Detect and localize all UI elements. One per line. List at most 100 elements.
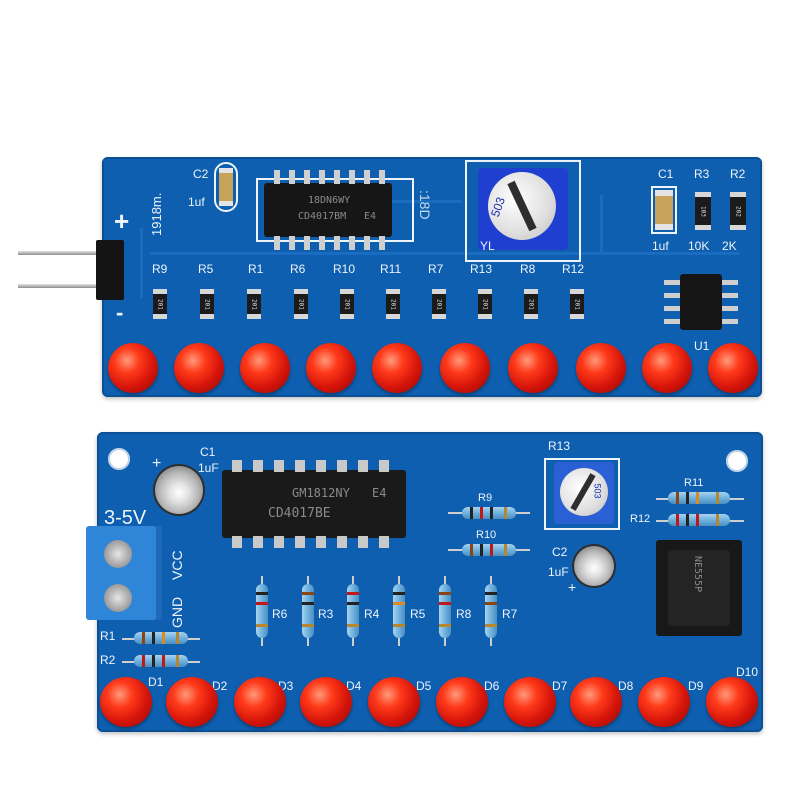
top-ic-marking: 18DN6WY bbox=[308, 195, 351, 206]
top-trace-4 bbox=[140, 228, 143, 298]
top-led-5 bbox=[372, 343, 422, 393]
top-r2-value: 2K bbox=[722, 239, 737, 253]
bottom-mount-hole-right bbox=[726, 450, 748, 472]
bottom-r12-resistor bbox=[668, 514, 730, 526]
top-plus-label: + bbox=[114, 206, 130, 236]
top-resistor-label-r9: R9 bbox=[152, 262, 168, 276]
led-label-d7: D7 bbox=[552, 679, 568, 693]
terminal-screw-gnd bbox=[104, 584, 132, 612]
top-r2-label: R2 bbox=[730, 167, 746, 181]
top-c1-value: 1uf bbox=[652, 239, 669, 253]
bottom-r9-label: R9 bbox=[478, 492, 493, 504]
bottom-r13-label: R13 bbox=[548, 439, 571, 453]
top-version-label: :18D bbox=[417, 190, 433, 220]
led-label-d5: D5 bbox=[416, 679, 432, 693]
bottom-r2-label: R2 bbox=[100, 653, 116, 667]
bottom-mount-hole-left bbox=[108, 448, 130, 470]
top-smd-resistor-2: 201 bbox=[200, 289, 214, 319]
bottom-r9-resistor bbox=[462, 507, 516, 519]
bottom-r1-label: R1 bbox=[100, 629, 116, 643]
timer-chip-model: NE555P bbox=[692, 556, 703, 593]
header-block bbox=[96, 240, 124, 300]
top-r3-value: 10K bbox=[688, 239, 710, 253]
bottom-led-d5 bbox=[368, 677, 420, 727]
top-u1-pins-left bbox=[664, 280, 680, 326]
header-pin-upper bbox=[18, 251, 114, 255]
top-c1-label: C1 bbox=[658, 167, 674, 181]
top-resistor-label-r5: R5 bbox=[198, 262, 214, 276]
bottom-c2-plus: + bbox=[568, 579, 577, 595]
bottom-vcc-label: VCC bbox=[169, 550, 185, 580]
vres-label-4: R5 bbox=[410, 607, 426, 621]
bottom-r2-resistor bbox=[134, 655, 188, 667]
top-smd-resistor-6: 201 bbox=[386, 289, 400, 319]
bottom-led-d6 bbox=[436, 677, 488, 727]
bottom-c2-capacitor bbox=[574, 546, 614, 586]
bottom-led-d8 bbox=[570, 677, 622, 727]
bottom-ic-suffix: E4 bbox=[372, 486, 387, 500]
led-label-d6: D6 bbox=[484, 679, 500, 693]
vres-4 bbox=[393, 584, 405, 638]
top-ic-model: CD4017BM bbox=[298, 211, 347, 222]
top-led-6 bbox=[440, 343, 490, 393]
bottom-led-d7 bbox=[504, 677, 556, 727]
top-c2-capacitor bbox=[219, 168, 233, 206]
bottom-led-d3 bbox=[234, 677, 286, 727]
top-u1-pins-right bbox=[722, 280, 738, 326]
top-ic-suffix: E4 bbox=[364, 211, 377, 222]
top-r3-resistor: 103 bbox=[695, 192, 711, 230]
top-led-8 bbox=[576, 343, 626, 393]
top-smd-resistor-9: 201 bbox=[524, 289, 538, 319]
led-label-d2: D2 bbox=[212, 679, 228, 693]
vres-label-1: R6 bbox=[272, 607, 288, 621]
bottom-main-ic: GM1812NY E4 CD4017BE bbox=[222, 470, 406, 538]
top-resistor-label-r12: R12 bbox=[562, 262, 585, 276]
bottom-ic-pins-top bbox=[232, 460, 398, 472]
top-led-2 bbox=[174, 343, 224, 393]
bottom-r11-label: R11 bbox=[684, 477, 704, 489]
bottom-led-d1 bbox=[100, 677, 152, 727]
top-resistor-label-r7: R7 bbox=[428, 262, 444, 276]
bottom-led-d9 bbox=[638, 677, 690, 727]
bottom-gnd-label: GND bbox=[169, 596, 185, 628]
bottom-pot-outline bbox=[544, 458, 620, 530]
top-pot-label: YL bbox=[480, 239, 495, 253]
bottom-r1-resistor bbox=[134, 632, 188, 644]
top-resistor-label-r10: R10 bbox=[333, 262, 356, 276]
bottom-pot-code: 503 bbox=[592, 483, 603, 499]
top-minus-label: - bbox=[116, 300, 124, 325]
top-resistor-label-r8: R8 bbox=[520, 262, 536, 276]
top-r2-resistor: 202 bbox=[730, 192, 746, 230]
bottom-c2-value: 1uF bbox=[548, 565, 569, 579]
top-c1-capacitor bbox=[651, 186, 677, 234]
top-smd-resistor-7: 201 bbox=[432, 289, 446, 319]
top-resistor-label-r11: R11 bbox=[380, 262, 402, 276]
top-ic-pins-bottom bbox=[274, 236, 386, 250]
bottom-c1-plus: + bbox=[152, 455, 162, 472]
vres-5 bbox=[439, 584, 451, 638]
bottom-c1-value: 1uF bbox=[198, 461, 219, 475]
vres-6 bbox=[485, 584, 497, 638]
terminal-screw-vcc bbox=[104, 540, 132, 568]
top-led-9 bbox=[642, 343, 692, 393]
top-ic-pins-top bbox=[274, 170, 386, 184]
vres-1 bbox=[256, 584, 268, 638]
bottom-c1-label: C1 bbox=[200, 445, 216, 459]
top-led-4 bbox=[306, 343, 356, 393]
top-smd-resistor-1: 201 bbox=[153, 289, 167, 319]
vres-label-2: R3 bbox=[318, 607, 334, 621]
vres-label-3: R4 bbox=[364, 607, 380, 621]
top-u1-label: U1 bbox=[694, 339, 710, 353]
led-label-d9: D9 bbox=[688, 679, 704, 693]
bottom-r11-resistor bbox=[668, 492, 730, 504]
top-led-1 bbox=[108, 343, 158, 393]
top-led-7 bbox=[508, 343, 558, 393]
bottom-led-d4 bbox=[300, 677, 352, 727]
bottom-ic-model: CD4017BE bbox=[268, 506, 331, 521]
bottom-c2-label: C2 bbox=[552, 545, 568, 559]
vres-2 bbox=[302, 584, 314, 638]
top-smd-resistor-5: 201 bbox=[340, 289, 354, 319]
header-pin-lower bbox=[18, 284, 114, 288]
led-label-d4: D4 bbox=[346, 679, 362, 693]
top-resistor-label-r1: R1 bbox=[248, 262, 264, 276]
